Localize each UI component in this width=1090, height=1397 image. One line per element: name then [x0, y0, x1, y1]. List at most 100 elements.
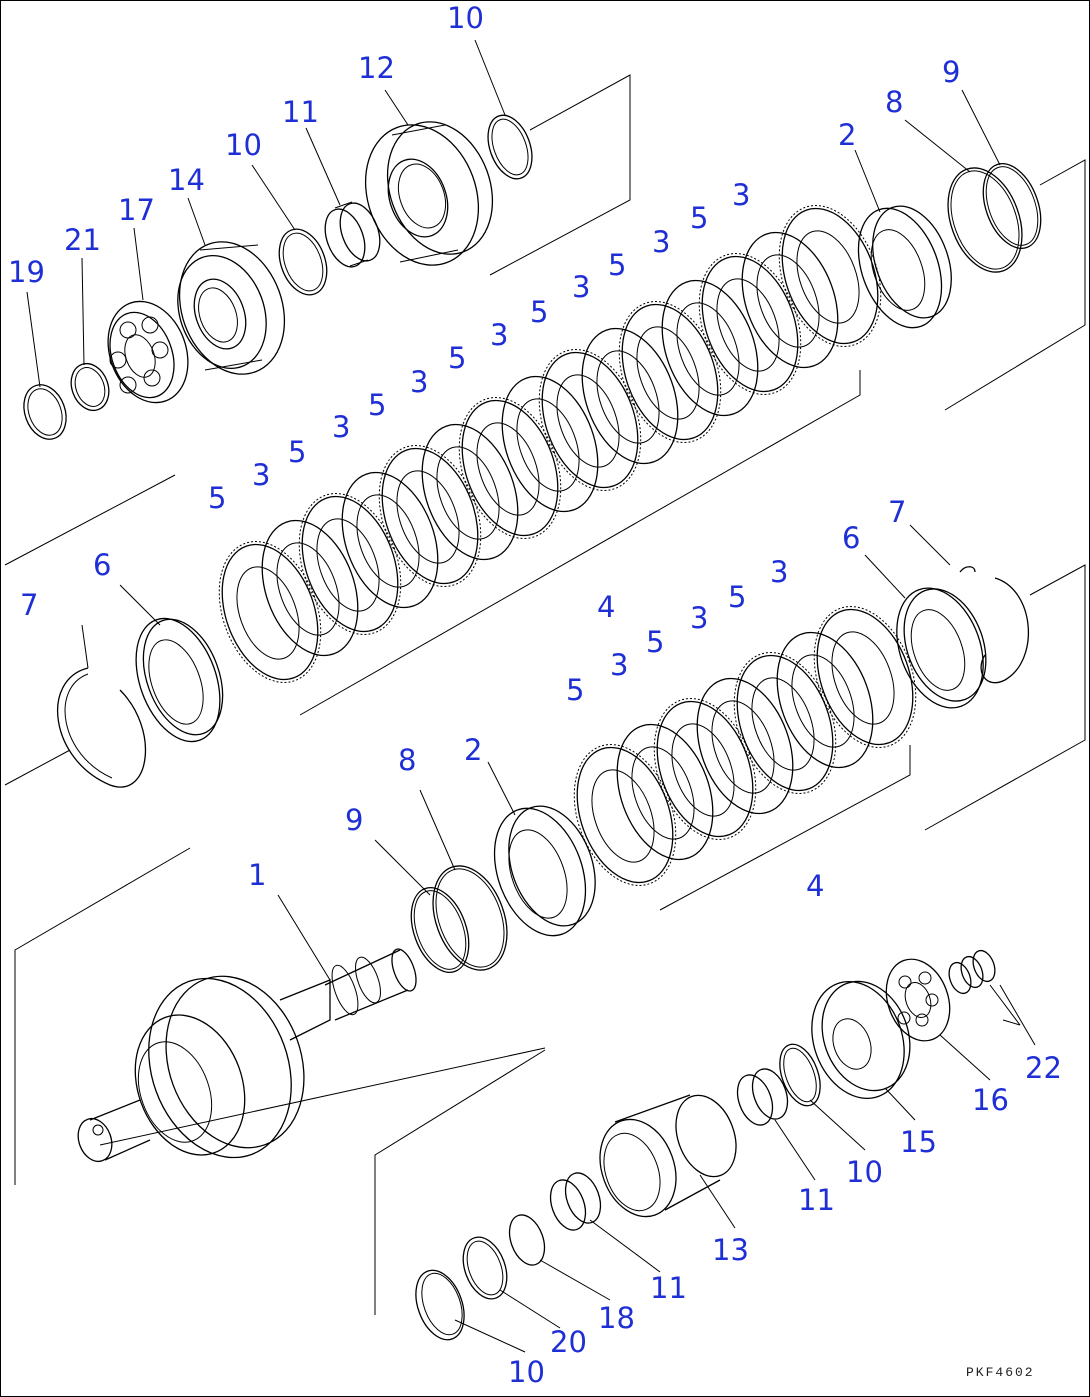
- snap-ring-10-bottom: [415, 1269, 465, 1341]
- friction-disc: [661, 279, 759, 417]
- snap-ring-10-top: [487, 114, 533, 180]
- seal-ring-8-mid: [432, 865, 508, 971]
- spring-6-right: [896, 587, 987, 709]
- separator-plate-bore: [831, 631, 895, 725]
- callout-5-b: 5: [608, 248, 626, 282]
- separator-plate-teeth: [458, 397, 562, 539]
- bearing-11-top: [324, 201, 381, 268]
- callout-5-k: 5: [566, 673, 584, 707]
- callout-6-right: 6: [842, 521, 860, 555]
- separator-plate-teeth: [813, 606, 917, 748]
- callout-11-b: 11: [650, 1271, 687, 1305]
- callout-3-f: 3: [332, 410, 350, 444]
- separator-plate-teeth: [618, 301, 722, 443]
- callout-2-mid: 2: [464, 733, 482, 767]
- snap-ring-10-right: [779, 1043, 821, 1107]
- bearing-11-bottom: [549, 1172, 602, 1231]
- friction-disc-bore: [516, 398, 580, 492]
- friction-disc: [341, 471, 439, 609]
- snap-ring-20: [462, 1236, 508, 1300]
- separator-plate: [781, 207, 879, 345]
- friction-disc-bore: [356, 494, 420, 588]
- piston-2-top: [857, 205, 952, 329]
- separator-plate: [301, 495, 399, 633]
- friction-disc: [696, 677, 794, 815]
- callout-10-left: 10: [225, 128, 262, 162]
- snap-ring-18: [508, 1214, 546, 1266]
- snap-ring-7-left: [56, 667, 147, 788]
- separator-plate: [656, 700, 754, 838]
- callout-3-k: 3: [610, 648, 628, 682]
- callout-16: 16: [972, 1083, 1009, 1117]
- friction-disc: [616, 723, 714, 861]
- callout-4-top: 4: [597, 590, 615, 624]
- friction-disc-bore: [276, 542, 340, 636]
- separator-plate-teeth: [538, 349, 642, 491]
- bearing-17: [107, 300, 189, 404]
- separator-plate: [221, 543, 319, 681]
- spring-6-left: [135, 617, 224, 743]
- friction-disc-bore: [756, 254, 820, 348]
- callout-11-r: 11: [798, 1183, 835, 1217]
- callout-10-r: 10: [846, 1155, 883, 1189]
- callout-7-right: 7: [888, 495, 906, 529]
- callout-3-a: 3: [732, 178, 750, 212]
- callout-2-top: 2: [838, 118, 856, 152]
- bearing-16: [885, 958, 951, 1042]
- callout-5-c: 5: [530, 295, 548, 329]
- callout-7-left: 7: [20, 588, 38, 622]
- gear-12: [364, 121, 494, 266]
- callout-5-g: 5: [208, 481, 226, 515]
- callout-19: 19: [8, 255, 45, 289]
- callout-3-i: 3: [770, 555, 788, 589]
- separator-plate-teeth: [573, 744, 677, 886]
- callout-3-j: 3: [690, 601, 708, 635]
- bearing-11-right: [736, 1068, 789, 1126]
- leader-lines: [26, 39, 1036, 1353]
- separator-plate-teeth: [698, 253, 802, 395]
- gear-15: [811, 980, 911, 1100]
- callout-3-e: 3: [410, 365, 428, 399]
- friction-disc-bore: [711, 700, 775, 794]
- separator-plate: [461, 399, 559, 537]
- separator-plate: [576, 746, 674, 884]
- callout-13: 13: [712, 1233, 749, 1267]
- separator-plate-bore: [556, 374, 620, 468]
- group-bracket-lines: [4, 74, 1086, 1315]
- callout-17: 17: [118, 193, 155, 227]
- snap-ring-21: [70, 362, 110, 412]
- callout-6-left: 6: [93, 548, 111, 582]
- separator-plate-bore: [591, 769, 655, 863]
- piston-2-mid: [493, 805, 596, 937]
- separator-plate: [621, 303, 719, 441]
- separator-plate-teeth: [298, 493, 402, 635]
- drawing-code: PKF4602: [966, 1365, 1035, 1380]
- callout-11-top: 11: [282, 95, 319, 129]
- separator-plate: [736, 654, 834, 792]
- separator-plate-bore: [476, 422, 540, 516]
- callout-3-b: 3: [652, 225, 670, 259]
- friction-disc: [776, 631, 874, 769]
- friction-disc: [261, 519, 359, 657]
- separator-plate-bore: [396, 470, 460, 564]
- friction-disc: [501, 375, 599, 513]
- callout-5-a: 5: [690, 201, 708, 235]
- seal-ring-9-top: [982, 163, 1042, 249]
- separator-plate-teeth: [733, 652, 837, 794]
- clutch-pack-lower: [573, 606, 917, 886]
- callout-5-e: 5: [368, 388, 386, 422]
- callout-5-f: 5: [288, 435, 306, 469]
- callout-20: 20: [550, 1325, 587, 1359]
- callout-12: 12: [358, 51, 395, 85]
- callout-5-j: 5: [646, 625, 664, 659]
- separator-plate-bore: [751, 677, 815, 771]
- friction-disc-bore: [596, 350, 660, 444]
- callout-10-b: 10: [508, 1355, 545, 1389]
- separator-plate: [541, 351, 639, 489]
- callout-18: 18: [598, 1301, 635, 1335]
- separator-plate-bore: [671, 723, 735, 817]
- callout-1: 1: [248, 858, 266, 892]
- callout-8-top: 8: [885, 85, 903, 119]
- separator-plate-bore: [236, 566, 300, 660]
